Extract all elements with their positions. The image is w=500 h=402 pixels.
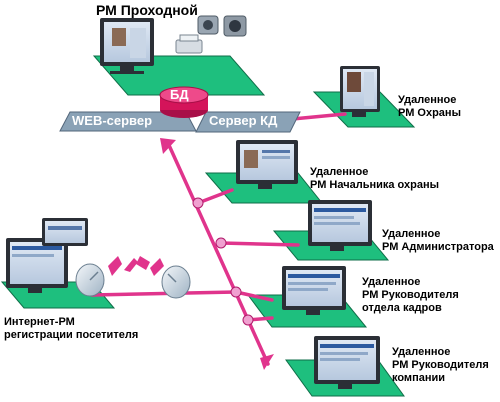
remote-company-head-label: Удаленное РМ Руководителя компании bbox=[392, 346, 489, 385]
junction-node bbox=[215, 237, 227, 249]
db-label: БД bbox=[170, 87, 189, 102]
monitor-icon bbox=[6, 238, 68, 293]
remote-admin-label: Удаленное РМ Администратора bbox=[382, 228, 494, 254]
label-line: Удаленное bbox=[392, 346, 451, 358]
label-line: регистрации посетителя bbox=[4, 329, 139, 341]
link-chief-guard bbox=[196, 188, 234, 205]
remote-hr-head-label: Удаленное РМ Руководителя отдела кадров bbox=[362, 276, 459, 315]
database-icon bbox=[159, 86, 209, 118]
monitor-icon bbox=[314, 336, 380, 389]
network-trunk bbox=[166, 141, 270, 366]
monitor-icon bbox=[282, 266, 346, 315]
label-line: Удаленное bbox=[398, 94, 457, 106]
junction-node bbox=[192, 197, 204, 209]
camera-icon bbox=[197, 15, 247, 37]
web-server-label: WEB-сервер bbox=[72, 113, 153, 128]
label-line: Интернет-РМ bbox=[4, 316, 75, 328]
arrow-heads bbox=[160, 138, 274, 370]
wireless-signal-icon bbox=[108, 256, 164, 276]
kd-server-label: Сервер КД bbox=[209, 113, 278, 128]
monitor-icon bbox=[308, 200, 372, 251]
monitor-icon bbox=[340, 66, 380, 117]
label-line: Удаленное bbox=[382, 228, 441, 240]
label-line: РМ Руководителя bbox=[392, 359, 489, 371]
label-line: РМ Администратора bbox=[382, 241, 494, 253]
arrow-up-icon bbox=[160, 138, 176, 154]
monitor-icon bbox=[236, 140, 298, 189]
satellite-dish-icon bbox=[75, 263, 105, 297]
label-line: РМ Начальника охраны bbox=[310, 179, 439, 191]
link-hr-head bbox=[234, 290, 274, 302]
internet-workstation-label: Интернет-РМ регистрации посетителя bbox=[4, 316, 138, 342]
label-line: Удаленное bbox=[310, 166, 369, 178]
remote-chief-guard-label: Удаленное РМ Начальника охраны bbox=[310, 166, 439, 192]
monitor-icon bbox=[100, 18, 154, 74]
checkpoint-title: РМ Проходной bbox=[96, 2, 198, 18]
satellite-dish-icon bbox=[161, 265, 191, 299]
arrow-down-icon bbox=[260, 354, 274, 370]
link-internet bbox=[90, 290, 238, 297]
junction-node bbox=[242, 314, 254, 326]
label-line: Удаленное bbox=[362, 276, 421, 288]
label-line: РМ Руководителя bbox=[362, 289, 459, 301]
network-lines bbox=[90, 112, 347, 366]
junction-node bbox=[230, 286, 242, 298]
label-line: отдела кадров bbox=[362, 302, 442, 314]
label-line: РМ Охраны bbox=[398, 107, 461, 119]
printer-icon bbox=[175, 34, 203, 54]
link-admin bbox=[219, 241, 300, 247]
laptop-icon bbox=[42, 218, 88, 246]
remote-guard-label: Удаленное РМ Охраны bbox=[398, 94, 461, 120]
junction-nodes bbox=[192, 197, 254, 326]
label-line: компании bbox=[392, 372, 446, 384]
kd-server-block bbox=[195, 111, 301, 133]
